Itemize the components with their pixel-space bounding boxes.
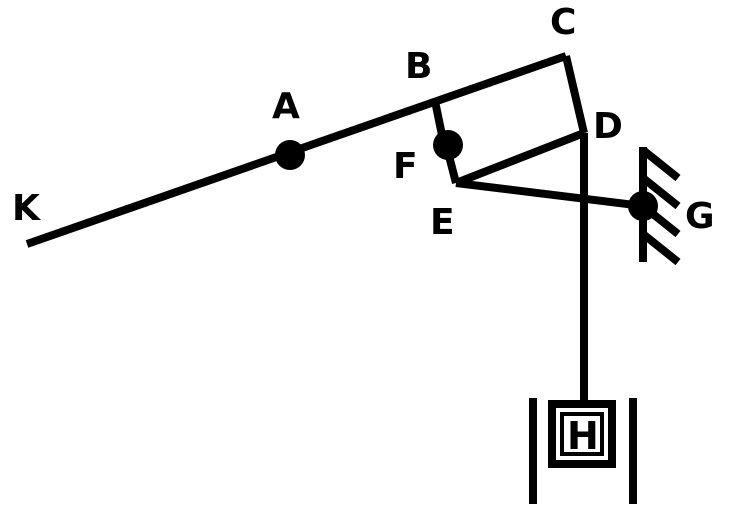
link-c-d [562,55,588,134]
label-d: D [593,106,623,147]
pivot-a [275,140,305,170]
link-e-d [454,129,586,187]
slider-guide [529,398,637,504]
pivot-g [628,191,658,221]
label-b: B [405,46,432,87]
label-a: A [272,86,300,127]
label-g: G [685,196,715,237]
pivot-f [433,130,463,160]
label-c: C [550,2,576,43]
link-e-g [455,179,644,210]
label-h: H [567,414,599,458]
label-k: K [12,188,41,229]
slider-block-h-inner [560,412,604,456]
label-e: E [430,202,455,243]
label-f: F [393,146,418,187]
